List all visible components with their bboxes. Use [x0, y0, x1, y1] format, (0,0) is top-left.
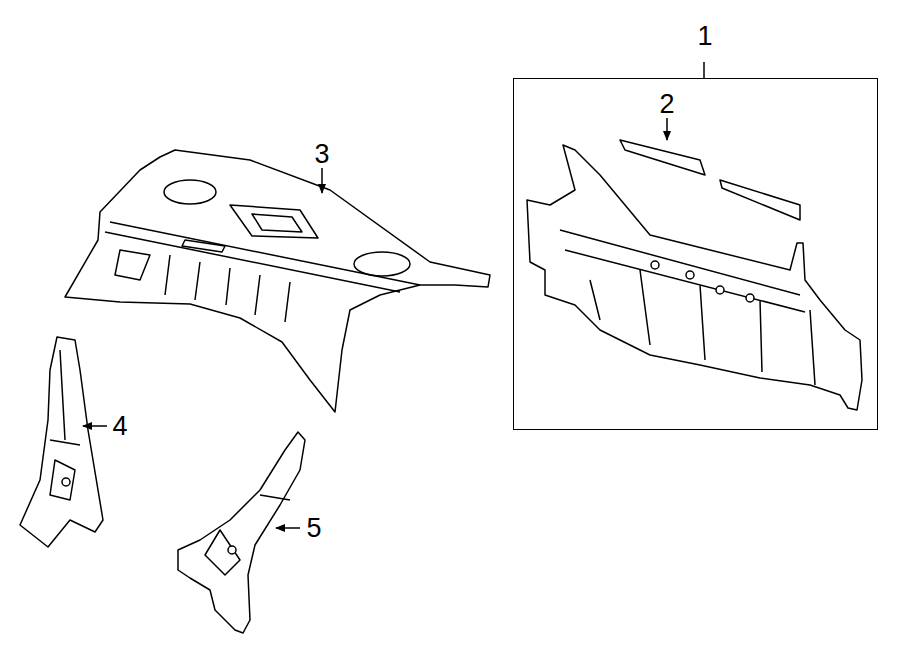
callout-number: 3 — [312, 141, 331, 168]
callout-number: 1 — [695, 23, 714, 50]
rear-shelf — [65, 150, 490, 412]
leader-line — [703, 62, 705, 78]
leader-arrow — [83, 425, 107, 427]
leader-arrow — [666, 117, 668, 140]
leader-arrow — [276, 527, 300, 529]
rear-panel — [527, 145, 862, 410]
pillar-right — [178, 432, 305, 633]
pillar-left — [20, 337, 103, 547]
callout-number: 2 — [657, 91, 676, 118]
callout-number: 5 — [304, 515, 323, 542]
callout-number: 4 — [110, 413, 129, 440]
leader-arrow — [321, 167, 323, 193]
bracket — [720, 180, 800, 220]
part-group-box: 1 — [513, 78, 878, 430]
bracket — [620, 140, 705, 175]
